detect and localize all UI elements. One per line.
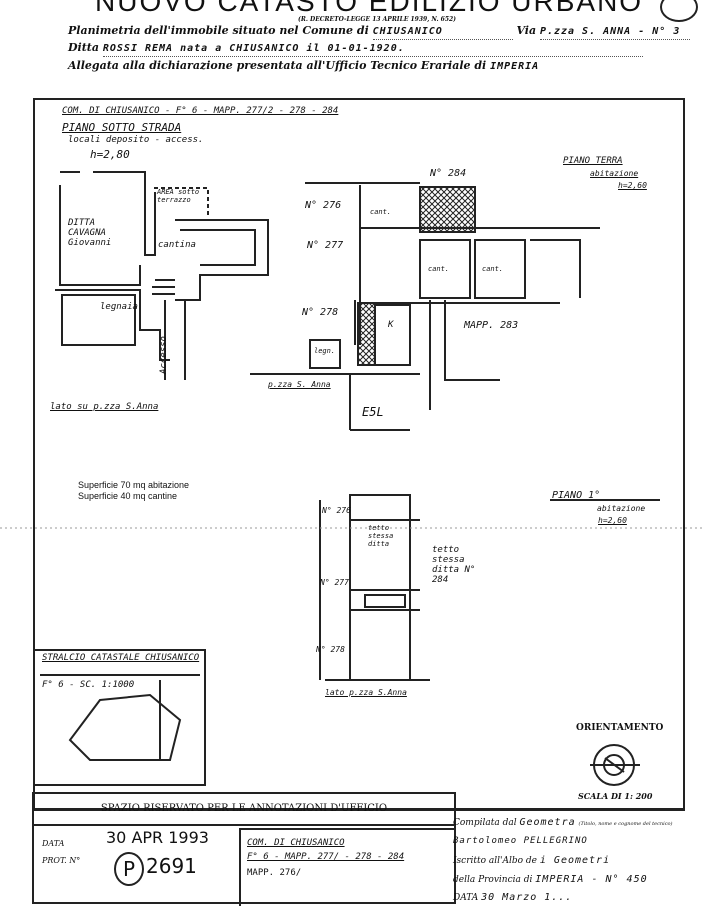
basement-height: h=2,80	[90, 148, 130, 161]
ground-subtitle: abitazione	[590, 169, 639, 178]
notes-cell: COM. DI CHIUSANICO F° 6 - MAPP. 277/ - 2…	[239, 828, 456, 906]
stralcio-sheet: F° 6 - SC. 1:1000	[42, 680, 135, 690]
surface-residential: Superficie 70 mq abitazione	[78, 480, 190, 490]
albo-value: i Geometri	[539, 855, 611, 866]
basement-side-label: lato su p.zza S.Anna	[50, 402, 159, 412]
comune-value: CHIUSANICO	[372, 25, 513, 40]
decree-reference: (R. DECRETO-LEGGE 13 APRILE 1939, N. 652…	[298, 16, 457, 23]
stralcio-title: STRALCIO CATASTALE CHIUSANICO	[42, 653, 200, 663]
compiler-date-label: DATA	[453, 893, 479, 903]
data-stamp: 30 APR 1993	[106, 828, 209, 847]
note-1: COM. DI CHIUSANICO	[247, 838, 345, 848]
prot-value: 2691	[146, 854, 197, 878]
albo-line: Iscritto all'Albo de i Geometri	[453, 855, 610, 866]
corner-seal	[660, 0, 698, 22]
esc-label: E5L	[362, 405, 384, 419]
ditta-label: Ditta	[68, 41, 100, 54]
prov-value: IMPERIA - N° 450	[535, 874, 648, 885]
data-label: DATA	[42, 839, 65, 848]
mapp-283: MAPP. 283	[464, 320, 519, 331]
ground-height: h=2,60	[618, 181, 647, 190]
province-line: della Provincia di IMPERIA - N° 450	[453, 874, 648, 885]
ground-n278: N° 278	[302, 307, 339, 318]
via-value: P.zza S. ANNA - N° 3	[539, 25, 690, 40]
allegata-line: Allegata alla dichiarazione presentata a…	[68, 59, 539, 74]
first-n277: N° 277	[320, 578, 349, 587]
comune-line: Planimetria dell'immobile situato nel Co…	[68, 24, 690, 40]
note-3: MAPP. 276/	[247, 868, 302, 878]
first-height: h=2,60	[598, 516, 627, 525]
albo-label: Iscritto all'Albo de	[453, 856, 538, 866]
via-label: Via	[516, 24, 537, 37]
roof-label-2: tetto stessa ditta N° 284	[432, 545, 476, 585]
first-title: PIANO 1°	[552, 490, 601, 501]
ditta-cavagna: DITTA CAVAGNA Giovanni	[68, 218, 112, 248]
first-subtitle: abitazione	[597, 504, 646, 513]
compiler-date-line: DATA 30 Marzo 1...	[453, 892, 572, 903]
ground-n284: N° 284	[430, 168, 467, 179]
note-2: F° 6 - MAPP. 277/ - 278 - 284	[247, 852, 405, 862]
first-side-label: lato p.zza S.Anna	[325, 688, 407, 697]
accesso-label: Accesso	[158, 336, 169, 374]
orientation-label: ORIENTAMENTO	[576, 723, 664, 733]
scale-label: SCALA DI 1: 200	[578, 791, 653, 801]
allegata-value: IMPERIA	[490, 61, 540, 72]
first-n278: N° 278	[316, 645, 345, 654]
compiler-line: Compilata dal Geometra (Titolo, nome e c…	[453, 817, 673, 828]
compiler-label: Compilata dal	[453, 818, 517, 828]
surface-cellars: Superficie 40 mq cantine	[78, 491, 178, 501]
document-title: NUOVO CATASTO EDILIZIO URBANO	[95, 0, 644, 17]
basement-title: PIANO SOTTO STRADA	[62, 121, 182, 134]
compiler-name: Bartolomeo PELLEGRINO	[453, 836, 588, 846]
basement-subtitle: locali deposito - access.	[68, 135, 204, 145]
first-n276: N° 276	[322, 506, 351, 515]
protocol-stamp: P	[114, 852, 144, 886]
allegata-label: Allegata alla dichiarazione presentata a…	[68, 59, 487, 72]
prot-label: PROT. N°	[42, 856, 81, 865]
office-heading: SPAZIO RISERVATO PER LE ANNOTAZIONI D'UF…	[34, 794, 454, 826]
office-annotations-box: SPAZIO RISERVATO PER LE ANNOTAZIONI D'UF…	[32, 792, 456, 906]
cantina-label: cantina	[158, 240, 196, 250]
cantina-label-1: cant.	[370, 208, 392, 216]
cantina-label-2: cant.	[428, 265, 450, 273]
plan-reference: COM. DI CHIUSANICO - F° 6 - MAPP. 277/2 …	[62, 106, 339, 116]
plan-frame	[33, 98, 685, 811]
ground-n276: N° 276	[305, 200, 342, 211]
ground-n277: N° 277	[307, 240, 344, 251]
prov-label: della Provincia di	[453, 875, 533, 885]
ditta-value: ROSSI REMA nata a CHIUSANICO il 01-01-19…	[102, 42, 643, 57]
cantina-label-3: cant.	[482, 265, 504, 273]
legnaia-label: legnaia	[100, 302, 138, 312]
kitchen-label: K	[388, 320, 394, 330]
compiler-hint: (Titolo, nome e cognome del tecnico)	[578, 821, 673, 827]
roof-label-1: tetto stessa ditta	[368, 524, 394, 548]
piazza-label: p.zza S. Anna	[268, 380, 331, 389]
compiler-date-value: 30 Marzo 1...	[481, 892, 573, 903]
area-label: AREA sotto terrazzo	[157, 188, 200, 204]
legnaia-ground: legn.	[314, 347, 336, 355]
comune-label: Planimetria dell'immobile situato nel Co…	[68, 24, 369, 37]
compiler-role: Geometra	[519, 817, 576, 828]
ditta-line: Ditta ROSSI REMA nata a CHIUSANICO il 01…	[68, 41, 643, 57]
ground-title: PIANO TERRA	[563, 156, 623, 166]
